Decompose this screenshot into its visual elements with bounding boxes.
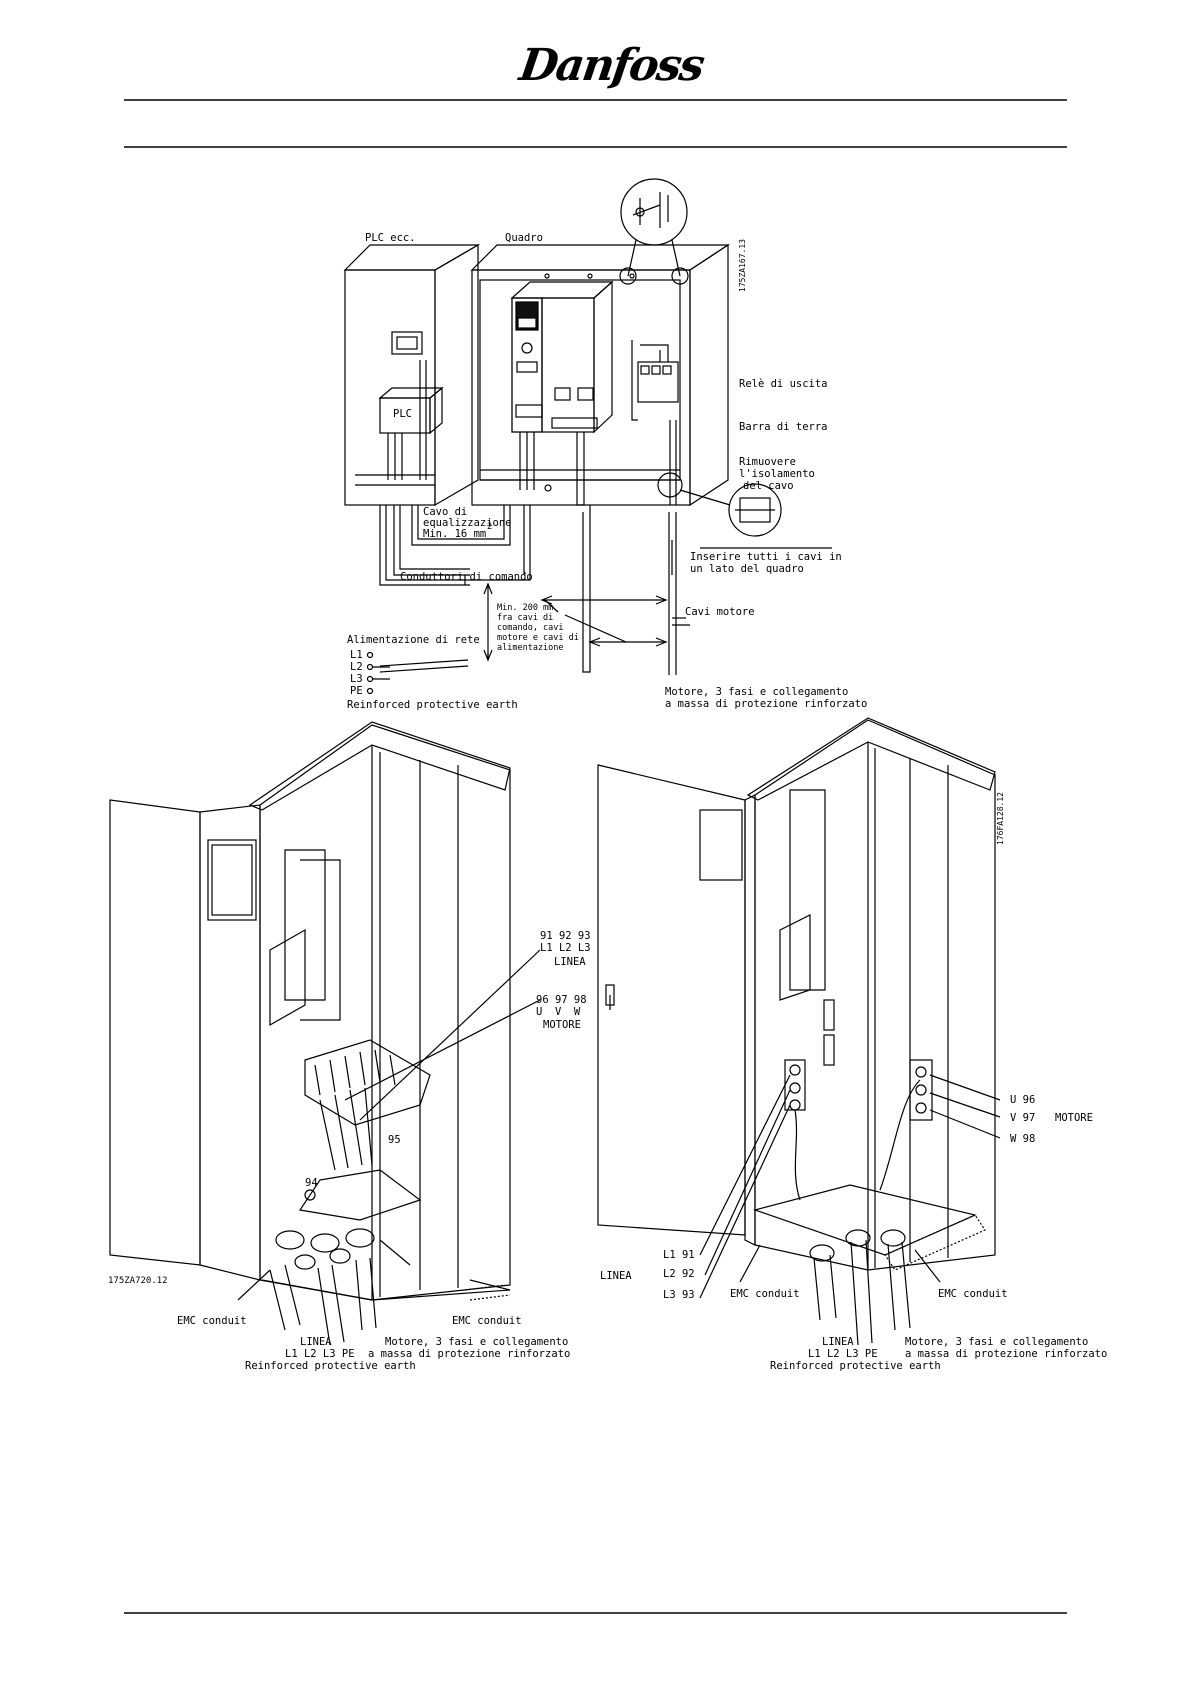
cable-routing bbox=[366, 505, 832, 695]
right-emc-conduit-right: EMC conduit bbox=[938, 1288, 1008, 1300]
motor-cables-label: Cavi motore bbox=[685, 606, 755, 618]
min-distance-3: comando, cavi bbox=[497, 623, 564, 633]
left-line-terminals-1: 91 92 93 bbox=[540, 930, 591, 942]
right-line-l1: L1 91 bbox=[663, 1249, 695, 1261]
left-motor-terminals-3: MOTORE bbox=[543, 1019, 581, 1031]
top-motor-note-1: Motore, 3 fasi e collegamento bbox=[665, 686, 849, 698]
right-motor-w: W 98 bbox=[1010, 1133, 1036, 1145]
equalization-3: Min. 16 mm bbox=[423, 528, 487, 540]
remove-insulation-2: l'isolamento bbox=[739, 468, 815, 480]
left-line-terminals-2: L1 L2 L3 bbox=[540, 942, 591, 954]
right-line-l3: L3 93 bbox=[663, 1289, 695, 1301]
left-motor-bottom-1: Motore, 3 fasi e collegamento bbox=[385, 1336, 569, 1348]
relay-label: Relè di uscita bbox=[739, 378, 828, 390]
remove-insulation-3: del cavo bbox=[743, 480, 794, 492]
earth-95-label: 95 bbox=[388, 1134, 401, 1146]
right-motor-u: U 96 bbox=[1010, 1094, 1036, 1106]
min-distance-5: alimentazione bbox=[497, 643, 564, 653]
equalization-superscript: 2 bbox=[487, 522, 493, 532]
left-line-bottom-1: LINEA bbox=[300, 1336, 332, 1348]
right-line-bottom-3: Reinforced protective earth bbox=[770, 1360, 941, 1372]
left-emc-conduit-left: EMC conduit bbox=[177, 1315, 247, 1327]
left-ref-code: 175ZA720.12 bbox=[108, 1276, 168, 1286]
right-line-l2: L2 92 bbox=[663, 1268, 695, 1280]
left-motor-terminals-2: U V W bbox=[536, 1006, 581, 1018]
right-motor-label: MOTORE bbox=[1055, 1112, 1093, 1124]
top-reinforced-earth: Reinforced protective earth bbox=[347, 699, 518, 711]
detail-circle-cable bbox=[657, 472, 782, 537]
plc-box-label: PLC bbox=[393, 408, 412, 420]
right-cabinet bbox=[597, 717, 1001, 1346]
right-emc-conduit-left: EMC conduit bbox=[730, 1288, 800, 1300]
mains-supply-label: Alimentazione di rete bbox=[347, 634, 480, 646]
phase-l3: L3 bbox=[350, 673, 363, 685]
detail-circle-screw bbox=[620, 178, 688, 277]
phase-l1: L1 bbox=[350, 649, 363, 661]
left-line-terminals-3: LINEA bbox=[554, 956, 586, 968]
earth-94-label: 94 bbox=[305, 1177, 318, 1189]
insert-cables-1: Inserire tutti i cavi in bbox=[690, 551, 842, 563]
min-distance-2: fra cavi di bbox=[497, 613, 554, 623]
left-line-bottom-3: Reinforced protective earth bbox=[245, 1360, 416, 1372]
insert-cables-2: un lato del quadro bbox=[690, 563, 804, 575]
control-wires-label: Conduttori di comando bbox=[400, 571, 533, 583]
right-motor-bottom-2: a massa di protezione rinforzato bbox=[905, 1348, 1108, 1360]
right-ref-code: 176FA128.12 bbox=[996, 792, 1005, 845]
phase-l2: L2 bbox=[350, 661, 363, 673]
min-distance-1: Min. 200 mm bbox=[497, 603, 554, 613]
left-cabinet bbox=[109, 721, 541, 1346]
plc-etc-label: PLC ecc. bbox=[365, 232, 416, 244]
min-distance-4: motore e cavi di bbox=[497, 633, 579, 643]
right-line-label: LINEA bbox=[600, 1270, 632, 1282]
earth-bar-label: Barra di terra bbox=[739, 421, 828, 433]
left-line-bottom-2: L1 L2 L3 PE bbox=[285, 1348, 355, 1360]
equalization-2: equalizzazione bbox=[423, 517, 512, 529]
left-motor-bottom-2: a massa di protezione rinforzato bbox=[368, 1348, 571, 1360]
phase-pe: PE bbox=[350, 685, 363, 697]
left-emc-conduit-right: EMC conduit bbox=[452, 1315, 522, 1327]
equalization-1: Cavo di bbox=[423, 506, 468, 518]
top-motor-note-2: a massa di protezione rinforzato bbox=[665, 698, 868, 710]
cabinet-label: Quadro bbox=[505, 232, 543, 244]
right-motor-v: V 97 bbox=[1010, 1112, 1036, 1124]
remove-insulation-1: Rimuovere bbox=[739, 456, 796, 468]
right-motor-bottom-1: Motore, 3 fasi e collegamento bbox=[905, 1336, 1089, 1348]
left-motor-terminals-1: 96 97 98 bbox=[536, 994, 587, 1006]
right-line-bottom-2: L1 L2 L3 PE bbox=[808, 1348, 878, 1360]
right-line-bottom-1: LINEA bbox=[822, 1336, 854, 1348]
plc-cabinet bbox=[343, 243, 481, 507]
top-ref-code: 175ZA167.13 bbox=[738, 239, 747, 292]
main-cabinet bbox=[470, 243, 731, 507]
